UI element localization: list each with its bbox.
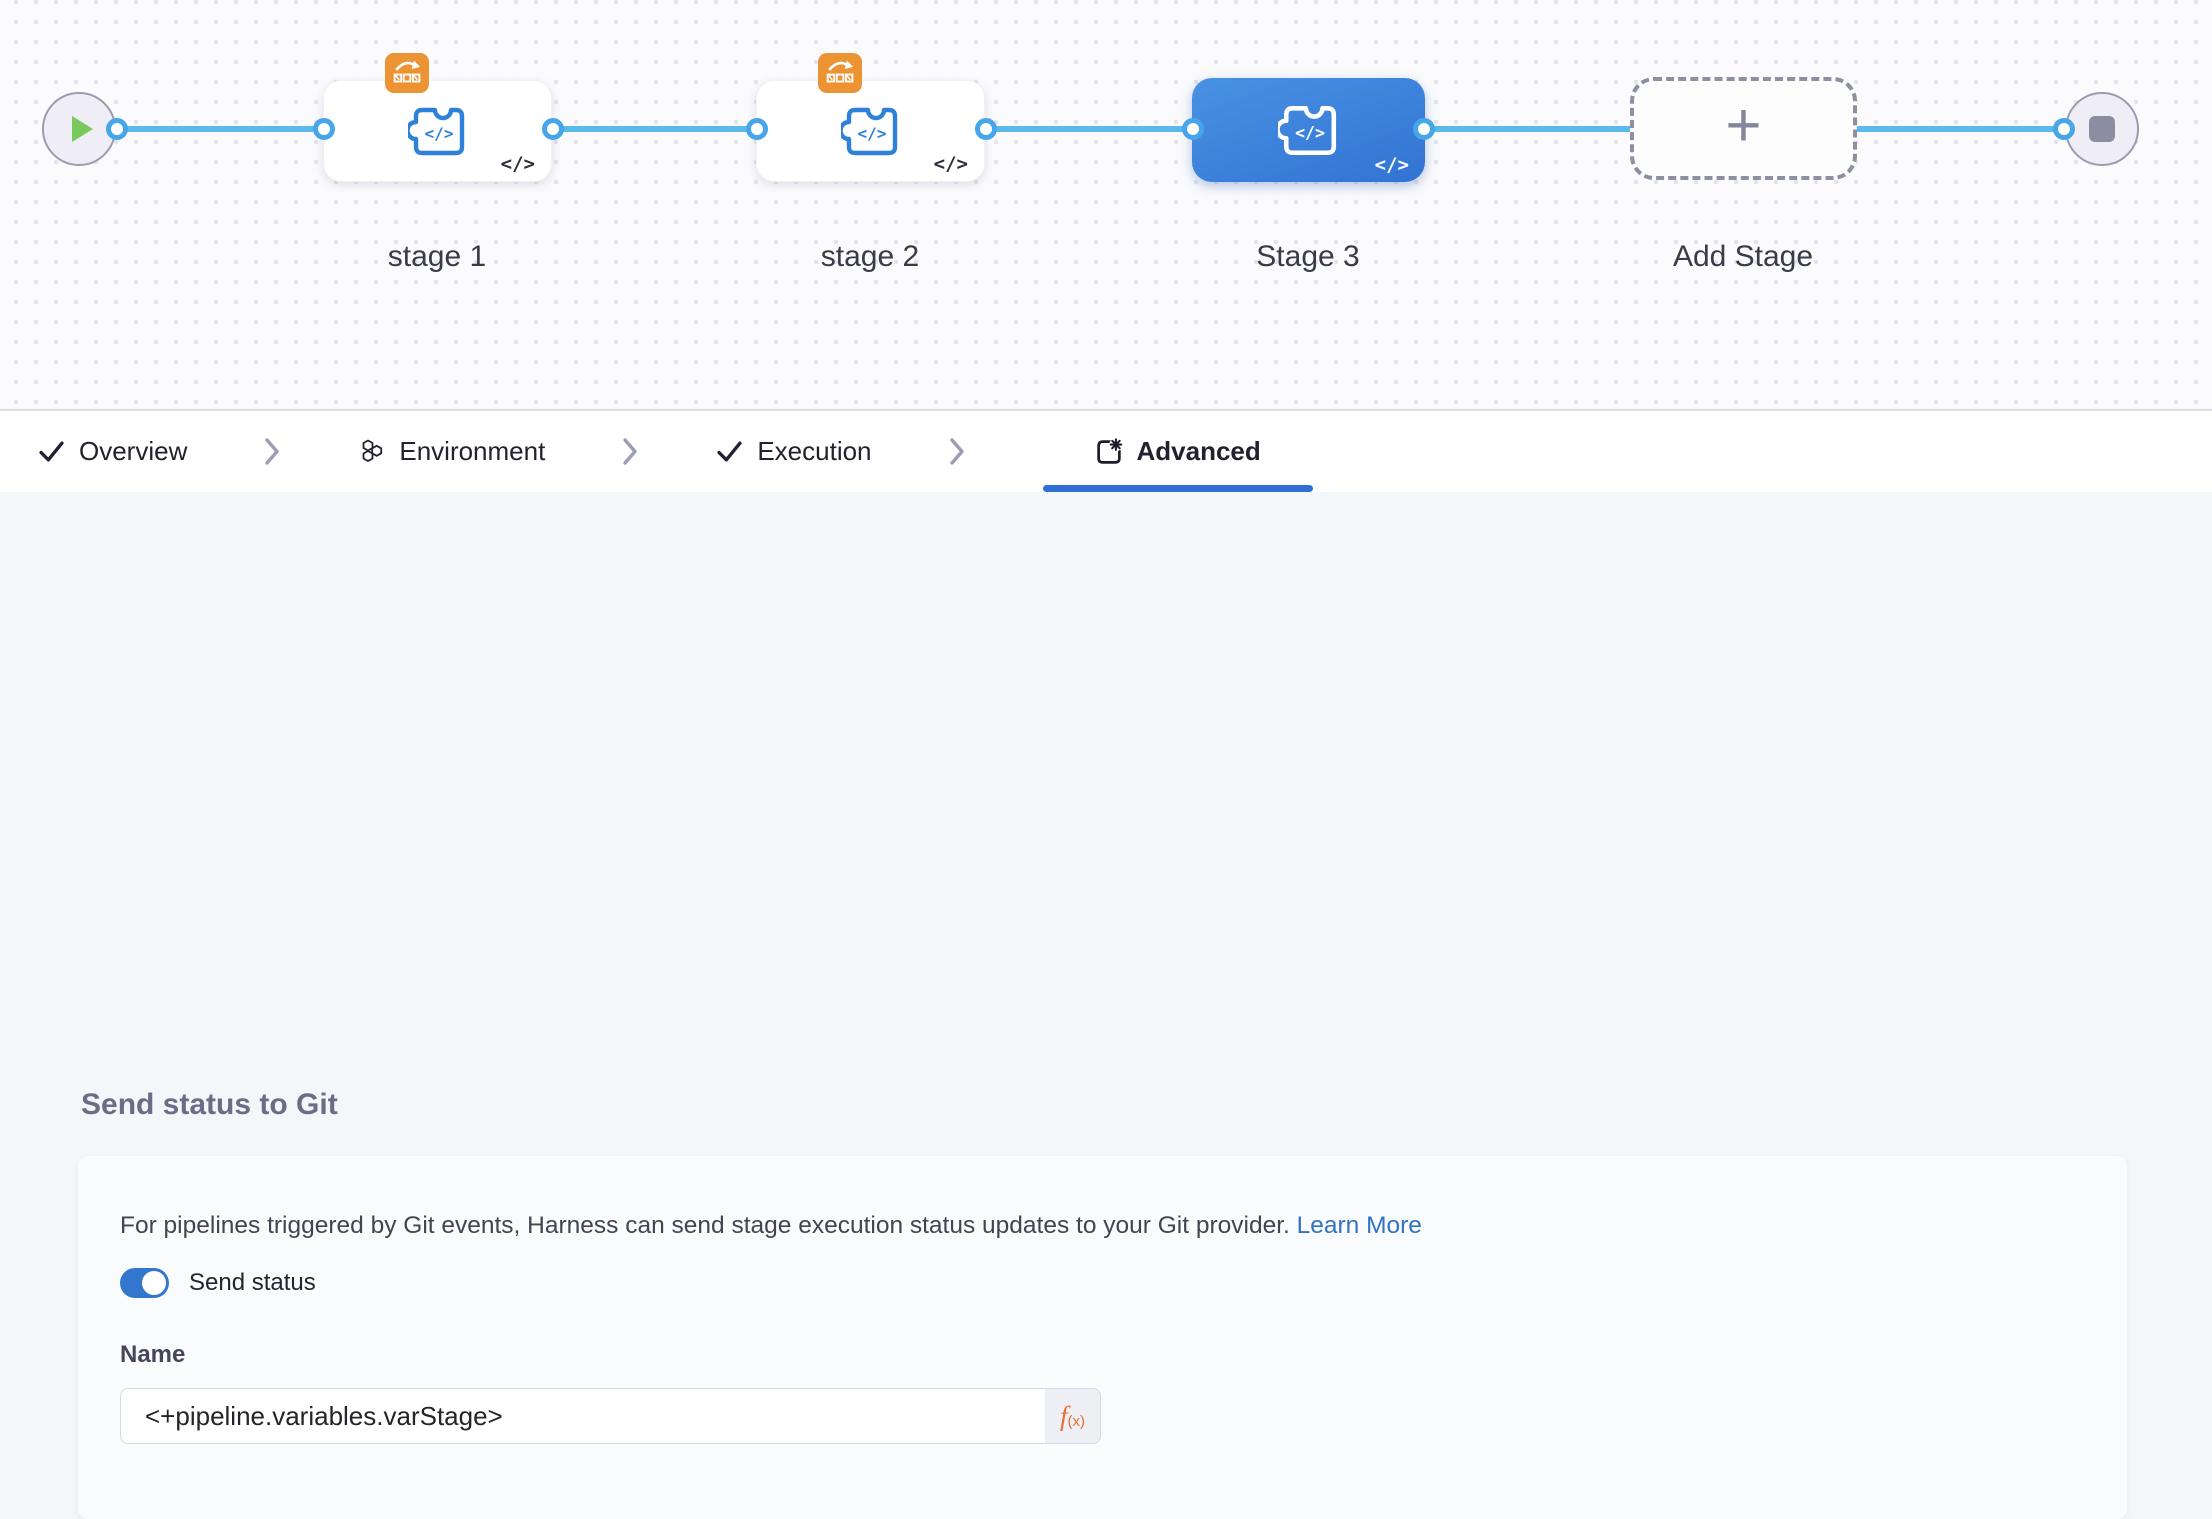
- custom-stage-puzzle-icon: </>: [840, 107, 897, 156]
- port-stage3-out[interactable]: [1413, 118, 1435, 140]
- stage-config-tabbar: Overview Environment Execution: [0, 409, 2212, 492]
- toggle-knob: [142, 1271, 166, 1295]
- stage-node-3-selected[interactable]: </> </>: [1192, 78, 1425, 182]
- expression-fx-button[interactable]: f (x): [1045, 1388, 1101, 1444]
- pipeline-end-node: [2065, 92, 2139, 166]
- tab-label: Overview: [79, 436, 188, 466]
- stage-label: Stage 3: [1256, 240, 1360, 273]
- port-stage2-out[interactable]: [975, 118, 997, 140]
- send-status-toggle[interactable]: [120, 1268, 169, 1298]
- name-field-label: Name: [120, 1341, 186, 1368]
- learn-more-link[interactable]: Learn More: [1296, 1212, 1422, 1239]
- check-icon: [717, 441, 742, 462]
- rollback-arrow-icon: [826, 60, 854, 83]
- tab-label: Advanced: [1136, 436, 1261, 466]
- custom-stage-puzzle-icon: </>: [407, 107, 464, 156]
- tab-execution[interactable]: Execution: [716, 411, 872, 492]
- stage-node-1[interactable]: </> </>: [323, 53, 552, 182]
- advanced-gear-icon: [1096, 437, 1123, 464]
- edge-stage2-stage3: [986, 126, 1193, 132]
- tab-label: Execution: [757, 436, 872, 466]
- port-stage3-in[interactable]: [1182, 118, 1204, 140]
- check-icon: [39, 441, 64, 462]
- tab-overview[interactable]: Overview: [38, 411, 187, 492]
- toggle-label: Send status: [189, 1269, 316, 1296]
- svg-text:</>: </>: [857, 124, 886, 143]
- plus-icon: +: [1725, 90, 1762, 160]
- tab-label: Environment: [399, 436, 546, 466]
- tab-environment[interactable]: Environment: [358, 411, 545, 492]
- fx-icon: f: [1059, 1400, 1068, 1431]
- port-stage1-out[interactable]: [542, 118, 564, 140]
- name-input-row: f (x): [120, 1388, 1101, 1444]
- code-glyph-icon: </>: [933, 153, 968, 175]
- send-status-description: For pipelines triggered by Git events, H…: [120, 1212, 1422, 1239]
- port-stage2-in[interactable]: [746, 118, 768, 140]
- svg-text:</>: </>: [1295, 123, 1325, 142]
- code-glyph-icon: </>: [1374, 154, 1409, 176]
- custom-stage-puzzle-icon: </>: [1277, 106, 1336, 156]
- pipeline-canvas[interactable]: </> </> </> </>: [0, 0, 2212, 409]
- svg-text:</>: </>: [424, 124, 453, 143]
- send-status-toggle-row: Send status: [120, 1268, 316, 1298]
- port-stage1-in[interactable]: [313, 118, 335, 140]
- chevron-right-icon: [265, 438, 280, 465]
- stop-icon: [2089, 116, 2115, 142]
- port-start-out[interactable]: [106, 118, 128, 140]
- rollback-arrow-icon: [393, 60, 421, 83]
- send-status-card: For pipelines triggered by Git events, H…: [78, 1156, 2127, 1519]
- stage-label: stage 2: [820, 240, 920, 273]
- stage-label: stage 1: [387, 240, 487, 273]
- chevron-right-icon: [949, 438, 965, 465]
- rollback-badge-icon: [385, 53, 429, 93]
- stage-node-2[interactable]: </> </>: [756, 53, 985, 182]
- edge-start-stage1: [117, 126, 324, 132]
- hexagons-icon: [362, 439, 383, 462]
- port-end-in[interactable]: [2053, 118, 2075, 140]
- edge-stage1-stage2: [553, 126, 757, 132]
- tab-advanced[interactable]: Advanced: [1042, 411, 1314, 492]
- stage-label: Add Stage: [1672, 240, 1814, 273]
- add-stage-button[interactable]: +: [1630, 77, 1857, 180]
- section-title: Send status to Git: [81, 1088, 338, 1121]
- code-glyph-icon: </>: [500, 153, 535, 175]
- advanced-tab-content: Send status to Git For pipelines trigger…: [0, 492, 2212, 1519]
- rollback-badge-icon: [818, 53, 862, 93]
- play-icon: [72, 116, 93, 142]
- pipeline-start-node: [42, 92, 116, 166]
- chevron-right-icon: [623, 438, 638, 465]
- name-input[interactable]: [120, 1388, 1046, 1444]
